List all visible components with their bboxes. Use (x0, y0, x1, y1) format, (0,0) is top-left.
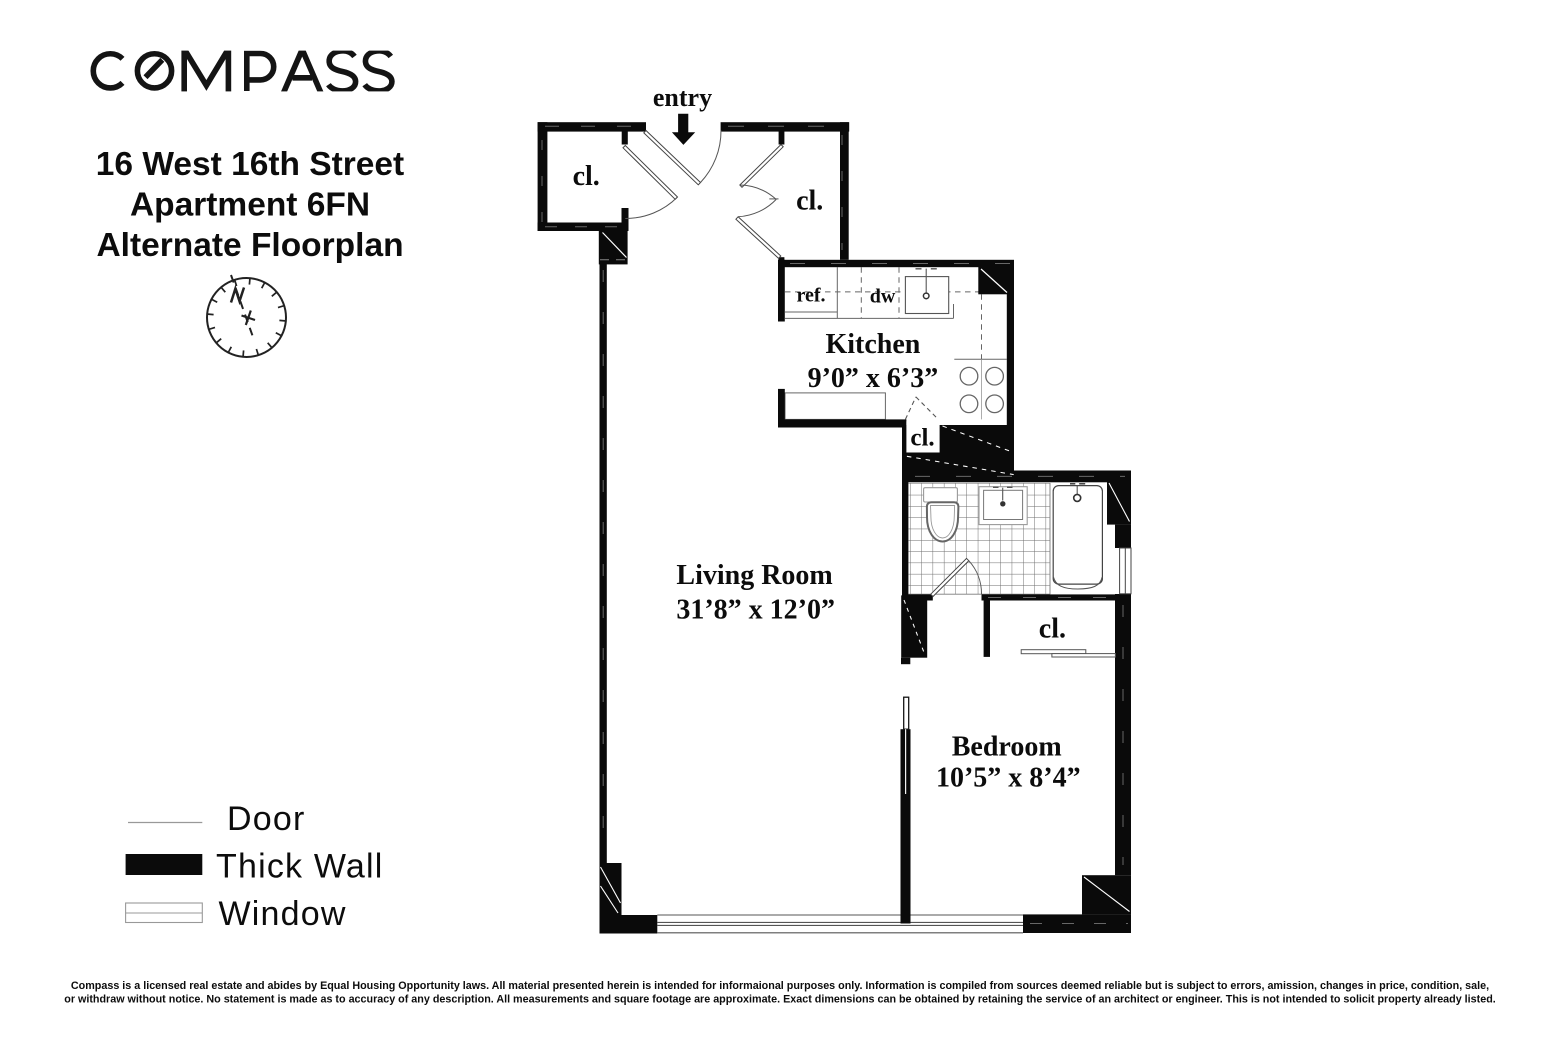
svg-text:9’0” x 6’3”: 9’0” x 6’3” (808, 363, 939, 394)
svg-text:Living Room: Living Room (676, 560, 832, 591)
svg-text:10’5” x 8’4”: 10’5” x 8’4” (936, 762, 1081, 793)
svg-text:Door: Door (227, 800, 306, 838)
svg-text:entry: entry (653, 83, 712, 112)
svg-text:ref.: ref. (796, 285, 825, 307)
svg-text:cl.: cl. (910, 425, 934, 452)
svg-text:Window: Window (219, 895, 347, 933)
svg-text:cl.: cl. (1039, 614, 1066, 645)
svg-text:dw: dw (870, 286, 896, 308)
svg-text:16 West 16th Street: 16 West 16th Street (96, 146, 404, 183)
svg-text:Apartment 6FN: Apartment 6FN (130, 187, 370, 224)
svg-text:Compass is a licensed real est: Compass is a licensed real estate and ab… (71, 980, 1489, 992)
svg-text:Bedroom: Bedroom (952, 731, 1062, 762)
svg-text:Kitchen: Kitchen (825, 329, 920, 360)
svg-text:cl.: cl. (796, 185, 823, 216)
svg-text:Alternate Floorplan: Alternate Floorplan (96, 227, 403, 264)
svg-text:or withdraw without notice. No: or withdraw without notice. No statement… (64, 994, 1496, 1006)
svg-text:cl.: cl. (573, 161, 600, 192)
svg-text:Thick Wall: Thick Wall (216, 848, 384, 886)
svg-text:31’8” x 12’0”: 31’8” x 12’0” (676, 595, 835, 626)
